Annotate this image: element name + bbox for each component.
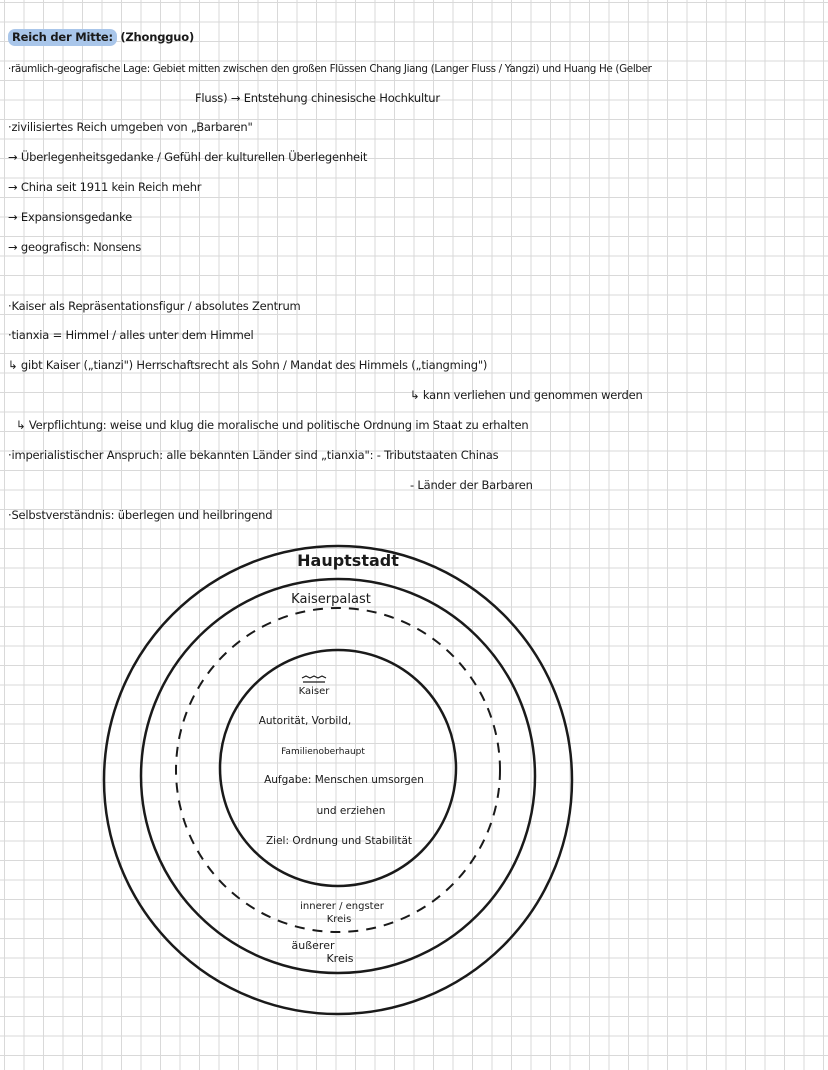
note-line-14: ·Selbstverständnis: überlegen und heilbr… — [8, 508, 273, 522]
center-circle-kaiser — [218, 648, 458, 888]
label-inner-ring-2: Kreis — [327, 914, 352, 925]
title-rest: (Zhongguo) — [120, 30, 195, 44]
note-line-8: ·tianxia = Himmel / alles unter dem Himm… — [8, 328, 254, 342]
note-line-4: → China seit 1911 kein Reich mehr — [8, 180, 202, 194]
note-line-1: ·räumlich-geografische Lage: Gebiet mitt… — [8, 63, 652, 75]
label-hauptstadt: Hauptstadt — [297, 551, 399, 570]
title-line: Reich der Mitte: (Zhongguo) — [8, 29, 195, 46]
note-line-7: ·Kaiser als Repräsentationsfigur / absol… — [8, 299, 301, 313]
note-line-12: ·imperialistischer Anspruch: alle bekann… — [8, 448, 499, 462]
label-kaiser: Kaiser — [299, 686, 331, 697]
dashed-circle-inner-ring — [175, 607, 501, 933]
label-outer-ring-2: Kreis — [326, 952, 353, 965]
note-line-6: → geografisch: Nonsens — [8, 240, 142, 254]
note-line-11: ↳ Verpflichtung: weise und klug die mora… — [16, 418, 529, 432]
label-outer-ring-1: äußerer — [292, 939, 335, 952]
note-line-13: - Länder der Barbaren — [410, 478, 533, 492]
crown-doodle — [301, 675, 327, 683]
outer-circle-hauptstadt — [102, 544, 574, 1016]
center-line-3: Aufgabe: Menschen umsorgen — [264, 774, 424, 786]
note-line-1b: Fluss) → Entstehung chinesische Hochkult… — [195, 91, 440, 105]
note-line-5: → Expansionsgedanke — [8, 210, 133, 224]
label-inner-ring-1: innerer / engster — [300, 901, 385, 912]
label-kaiserpalast: Kaiserpalast — [291, 592, 371, 607]
note-line-9: ↳ gibt Kaiser („tianzi") Herrschaftsrech… — [8, 358, 488, 372]
center-line-4: und erziehen — [317, 805, 386, 817]
title-highlight: Reich der Mitte: — [8, 29, 117, 46]
center-line-5: Ziel: Ordnung und Stabilität — [266, 835, 412, 847]
note-line-10: ↳ kann verliehen und genommen werden — [410, 388, 643, 402]
center-line-2: Familienoberhaupt — [281, 747, 365, 757]
center-line-1: Autorität, Vorbild, — [259, 715, 352, 727]
second-circle-kaiserpalast — [139, 577, 537, 975]
note-line-2: ·zivilisiertes Reich umgeben von „Barbar… — [8, 120, 253, 134]
note-line-3: → Überlegenheitsgedanke / Gefühl der kul… — [8, 150, 368, 164]
